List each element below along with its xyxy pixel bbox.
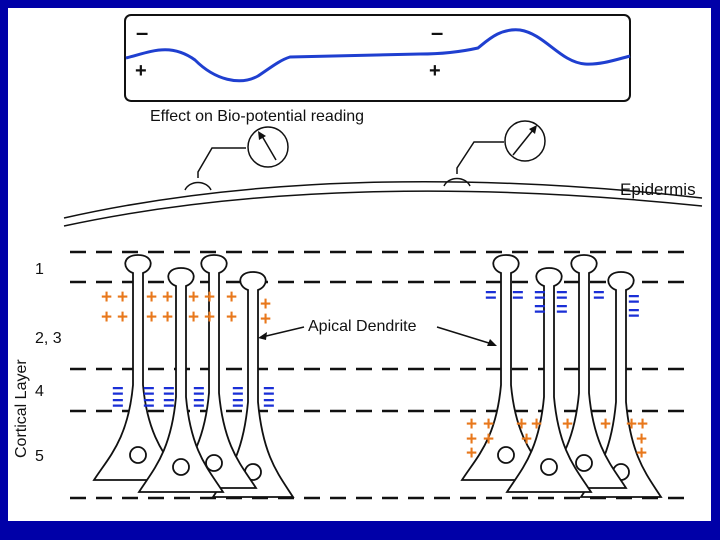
layer-label-2-3: 2, 3 — [35, 330, 62, 347]
positive-charge-sign: + — [146, 287, 157, 308]
neuron-nucleus — [576, 455, 592, 471]
right-electrode — [444, 121, 545, 186]
positive-charge-sign: + — [600, 414, 611, 435]
epidermis-inner-line — [64, 191, 702, 226]
positive-charge-sign: + — [204, 287, 215, 308]
negative-charge-sign: = — [263, 393, 275, 415]
positive-charge-sign: + — [188, 307, 199, 328]
cortical-layer-axis-label: Cortical Layer — [13, 359, 30, 458]
epidermis-label: Epidermis — [620, 180, 696, 199]
epidermis-outer-line — [64, 182, 702, 218]
positive-charge-sign: + — [636, 443, 647, 464]
positive-charge-sign: + — [101, 307, 112, 328]
negative-charge-sign: = — [534, 299, 546, 321]
meter-gauge-icon — [505, 121, 545, 161]
positive-charge-sign: + — [162, 287, 173, 308]
negative-charge-sign: = — [112, 393, 124, 415]
layer-label-5: 5 — [35, 448, 44, 465]
positive-charge-sign: + — [117, 307, 128, 328]
apical-dendrite-label: Apical Dendrite — [308, 318, 417, 335]
positive-charge-sign: + — [188, 287, 199, 308]
wave-box-frame — [125, 15, 630, 101]
layer-label-4: 4 — [35, 383, 44, 400]
positive-charge-sign: + — [226, 287, 237, 308]
wave-box-caption: Effect on Bio-potential reading — [150, 108, 364, 125]
positive-charge-sign: + — [260, 309, 271, 330]
wave-left-negative-sign: – — [136, 20, 148, 45]
positive-charge-sign: + — [101, 287, 112, 308]
negative-charge-sign: = — [163, 393, 175, 415]
apical-arrowhead-left — [258, 332, 267, 340]
negative-charge-sign: = — [193, 393, 205, 415]
wave-right-negative-sign: – — [431, 20, 443, 45]
neuron-nucleus — [541, 459, 557, 475]
negative-charge-sign: = — [556, 299, 568, 321]
positive-charge-sign: + — [204, 307, 215, 328]
left-electrode — [185, 127, 288, 190]
negative-charge-sign: = — [593, 285, 605, 307]
positive-charge-sign: + — [521, 429, 532, 450]
positive-charge-sign: + — [531, 414, 542, 435]
wave-right-positive-sign: + — [429, 60, 441, 82]
negative-charge-sign: = — [232, 393, 244, 415]
negative-charge-sign: = — [143, 393, 155, 415]
neuron-nucleus — [130, 447, 146, 463]
positive-charge-sign: + — [466, 443, 477, 464]
positive-charge-sign: + — [162, 307, 173, 328]
neuron-nucleus — [498, 447, 514, 463]
positive-charge-sign: + — [483, 429, 494, 450]
meter-gauge-icon — [248, 127, 288, 167]
negative-charge-sign: = — [512, 285, 524, 307]
positive-charge-sign: + — [117, 287, 128, 308]
neuron-group — [94, 255, 661, 497]
negative-charge-sign: = — [485, 285, 497, 307]
wave-left-positive-sign: + — [135, 60, 147, 82]
positive-charge-sign: + — [226, 307, 237, 328]
apical-arrow-right — [437, 327, 492, 344]
positive-charge-sign: + — [146, 307, 157, 328]
positive-charge-sign: + — [562, 414, 573, 435]
apical-arrowhead-right — [487, 339, 497, 346]
layer-label-1: 1 — [35, 261, 44, 278]
neuron-nucleus — [173, 459, 189, 475]
biopotential-box: – + – + Effect on Bio-potential reading — [125, 15, 630, 125]
negative-charge-sign: = — [628, 303, 640, 325]
